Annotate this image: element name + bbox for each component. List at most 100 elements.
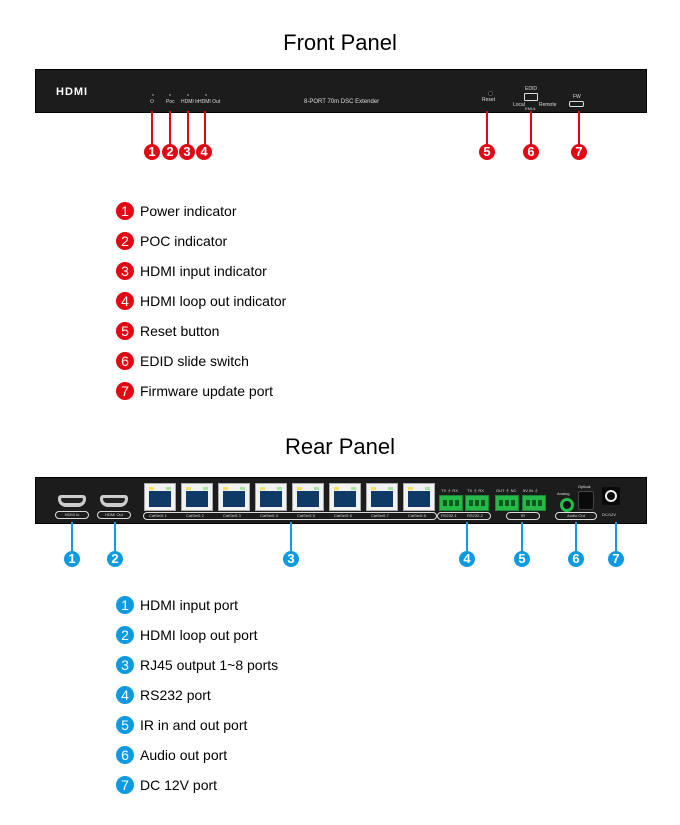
- optical-label: Optical: [578, 484, 591, 489]
- rs232-2-terminal[interactable]: [465, 495, 489, 511]
- front-panel-title: Front Panel: [283, 30, 397, 55]
- reset-button[interactable]: [488, 91, 493, 96]
- rj45-port-4[interactable]: [255, 483, 287, 511]
- poc-led: [169, 94, 171, 96]
- power-led-label: ⏻: [150, 99, 154, 105]
- legend-label: Firmware update port: [140, 383, 274, 399]
- callout-line-4: [204, 111, 206, 145]
- legend-label: IR in and out port: [140, 717, 248, 733]
- ir-label: IR: [506, 512, 540, 520]
- legend-badge: 6: [116, 352, 134, 370]
- legend-label: Audio out port: [140, 747, 228, 763]
- front-callout-6: 6: [523, 144, 539, 160]
- edid-remote-label: Remote: [539, 102, 557, 108]
- legend-badge: 2: [116, 626, 134, 644]
- rj45-port-2[interactable]: [181, 483, 213, 511]
- ir-in-pins: 5V IN ⏚: [523, 488, 539, 493]
- rj45-label: CatSe/6 4: [260, 513, 278, 518]
- hdmi-in-port[interactable]: [58, 495, 86, 507]
- analog-label: Analog: [557, 491, 570, 496]
- legend-badge: 6: [116, 746, 134, 764]
- legend-badge: 7: [116, 382, 134, 400]
- ir-out-terminal[interactable]: [495, 495, 519, 511]
- rs232-1-label: RS232-1: [441, 513, 457, 518]
- rs232-label-bar: [437, 512, 491, 520]
- callout-line-6: [575, 522, 577, 552]
- front-callout-4: 4: [196, 144, 212, 160]
- legend-badge: 4: [116, 686, 134, 704]
- front-panel-device: HDMI ⏻ Poc HDMI In HDMI Out 8-PORT 70m D…: [35, 69, 647, 113]
- rs232-1-terminal[interactable]: [439, 495, 463, 511]
- rear-callout-6: 6: [568, 551, 584, 567]
- rear-callout-1: 1: [64, 551, 80, 567]
- callout-line-1: [151, 111, 153, 145]
- callout-line-5: [521, 522, 523, 552]
- rj45-port-3[interactable]: [218, 483, 250, 511]
- dc-power-jack[interactable]: [602, 487, 620, 505]
- analog-audio-jack[interactable]: [560, 498, 574, 512]
- reset-label: Reset: [482, 97, 496, 103]
- rear-callout-3: 3: [283, 551, 299, 567]
- front-callout-2: 2: [162, 144, 178, 160]
- hdmi-out-led-label: HDMI Out: [198, 99, 221, 105]
- hdmi-out-led: [205, 94, 207, 96]
- rs232-1-pins: TX ⏚ RX: [441, 488, 458, 493]
- legend-badge: 2: [116, 232, 134, 250]
- callout-line-2: [114, 522, 116, 552]
- rj45-label: CatSe/6 8: [408, 513, 426, 518]
- legend-label: HDMI input port: [140, 597, 239, 613]
- rj45-port-7[interactable]: [366, 483, 398, 511]
- callout-line-1: [71, 522, 73, 552]
- callout-line-3: [290, 522, 292, 552]
- legend-badge: 3: [116, 262, 134, 280]
- edid-slide-switch[interactable]: [524, 93, 538, 101]
- legend-label: HDMI input indicator: [140, 263, 267, 279]
- rj45-label: CatSe/6 2: [186, 513, 204, 518]
- callout-line-4: [466, 522, 468, 552]
- rj45-label: CatSe/6 6: [334, 513, 352, 518]
- legend-badge: 5: [116, 716, 134, 734]
- callout-line-5: [486, 111, 488, 145]
- power-led: [152, 94, 154, 96]
- legend-badge: 5: [116, 322, 134, 340]
- rj45-port-6[interactable]: [329, 483, 361, 511]
- legend-badge: 1: [116, 596, 134, 614]
- rear-callout-5: 5: [514, 551, 530, 567]
- rear-panel-title: Rear Panel: [284, 434, 396, 459]
- rj45-label: CatSe/6 3: [223, 513, 241, 518]
- legend-label: DC 12V port: [140, 777, 218, 793]
- legend-badge: 7: [116, 776, 134, 794]
- ir-in-terminal[interactable]: [522, 495, 546, 511]
- rear-callout-2: 2: [107, 551, 123, 567]
- hdmi-logo: HDMI: [56, 86, 89, 98]
- rear-callout-7: 7: [608, 551, 624, 567]
- dc-label: DC/12V: [602, 512, 617, 517]
- legend-badge: 4: [116, 292, 134, 310]
- legend-label: RJ45 output 1~8 ports: [140, 657, 279, 673]
- ir-out-pins: OUT ⏚ NC: [496, 488, 517, 493]
- edid-label: EDID: [525, 86, 537, 92]
- rs232-2-label: RS232-2: [467, 513, 483, 518]
- front-callout-1: 1: [144, 144, 160, 160]
- edid-emul-label: EMUL: [525, 106, 537, 111]
- fw-usb-port[interactable]: [569, 101, 584, 107]
- legend-badge: 1: [116, 202, 134, 220]
- callout-line-7: [578, 111, 580, 145]
- hdmi-in-led-label: HDMI In: [181, 99, 200, 105]
- rj45-label: CatSe/6 1: [149, 513, 167, 518]
- legend-label: RS232 port: [140, 687, 211, 703]
- rj45-port-5[interactable]: [292, 483, 324, 511]
- legend-label: HDMI loop out port: [140, 627, 258, 643]
- edid-local-label: Local: [513, 102, 525, 108]
- callout-line-6: [530, 111, 532, 145]
- hdmi-out-port[interactable]: [100, 495, 128, 507]
- rj45-port-1[interactable]: [144, 483, 176, 511]
- front-callout-3: 3: [179, 144, 195, 160]
- legend-label: POC indicator: [140, 233, 228, 249]
- callout-line-7: [615, 522, 617, 552]
- rj45-label: CatSe/6 7: [371, 513, 389, 518]
- rj45-port-8[interactable]: [403, 483, 435, 511]
- legend-badge: 3: [116, 656, 134, 674]
- callout-line-3: [187, 111, 189, 145]
- optical-port[interactable]: [578, 491, 594, 510]
